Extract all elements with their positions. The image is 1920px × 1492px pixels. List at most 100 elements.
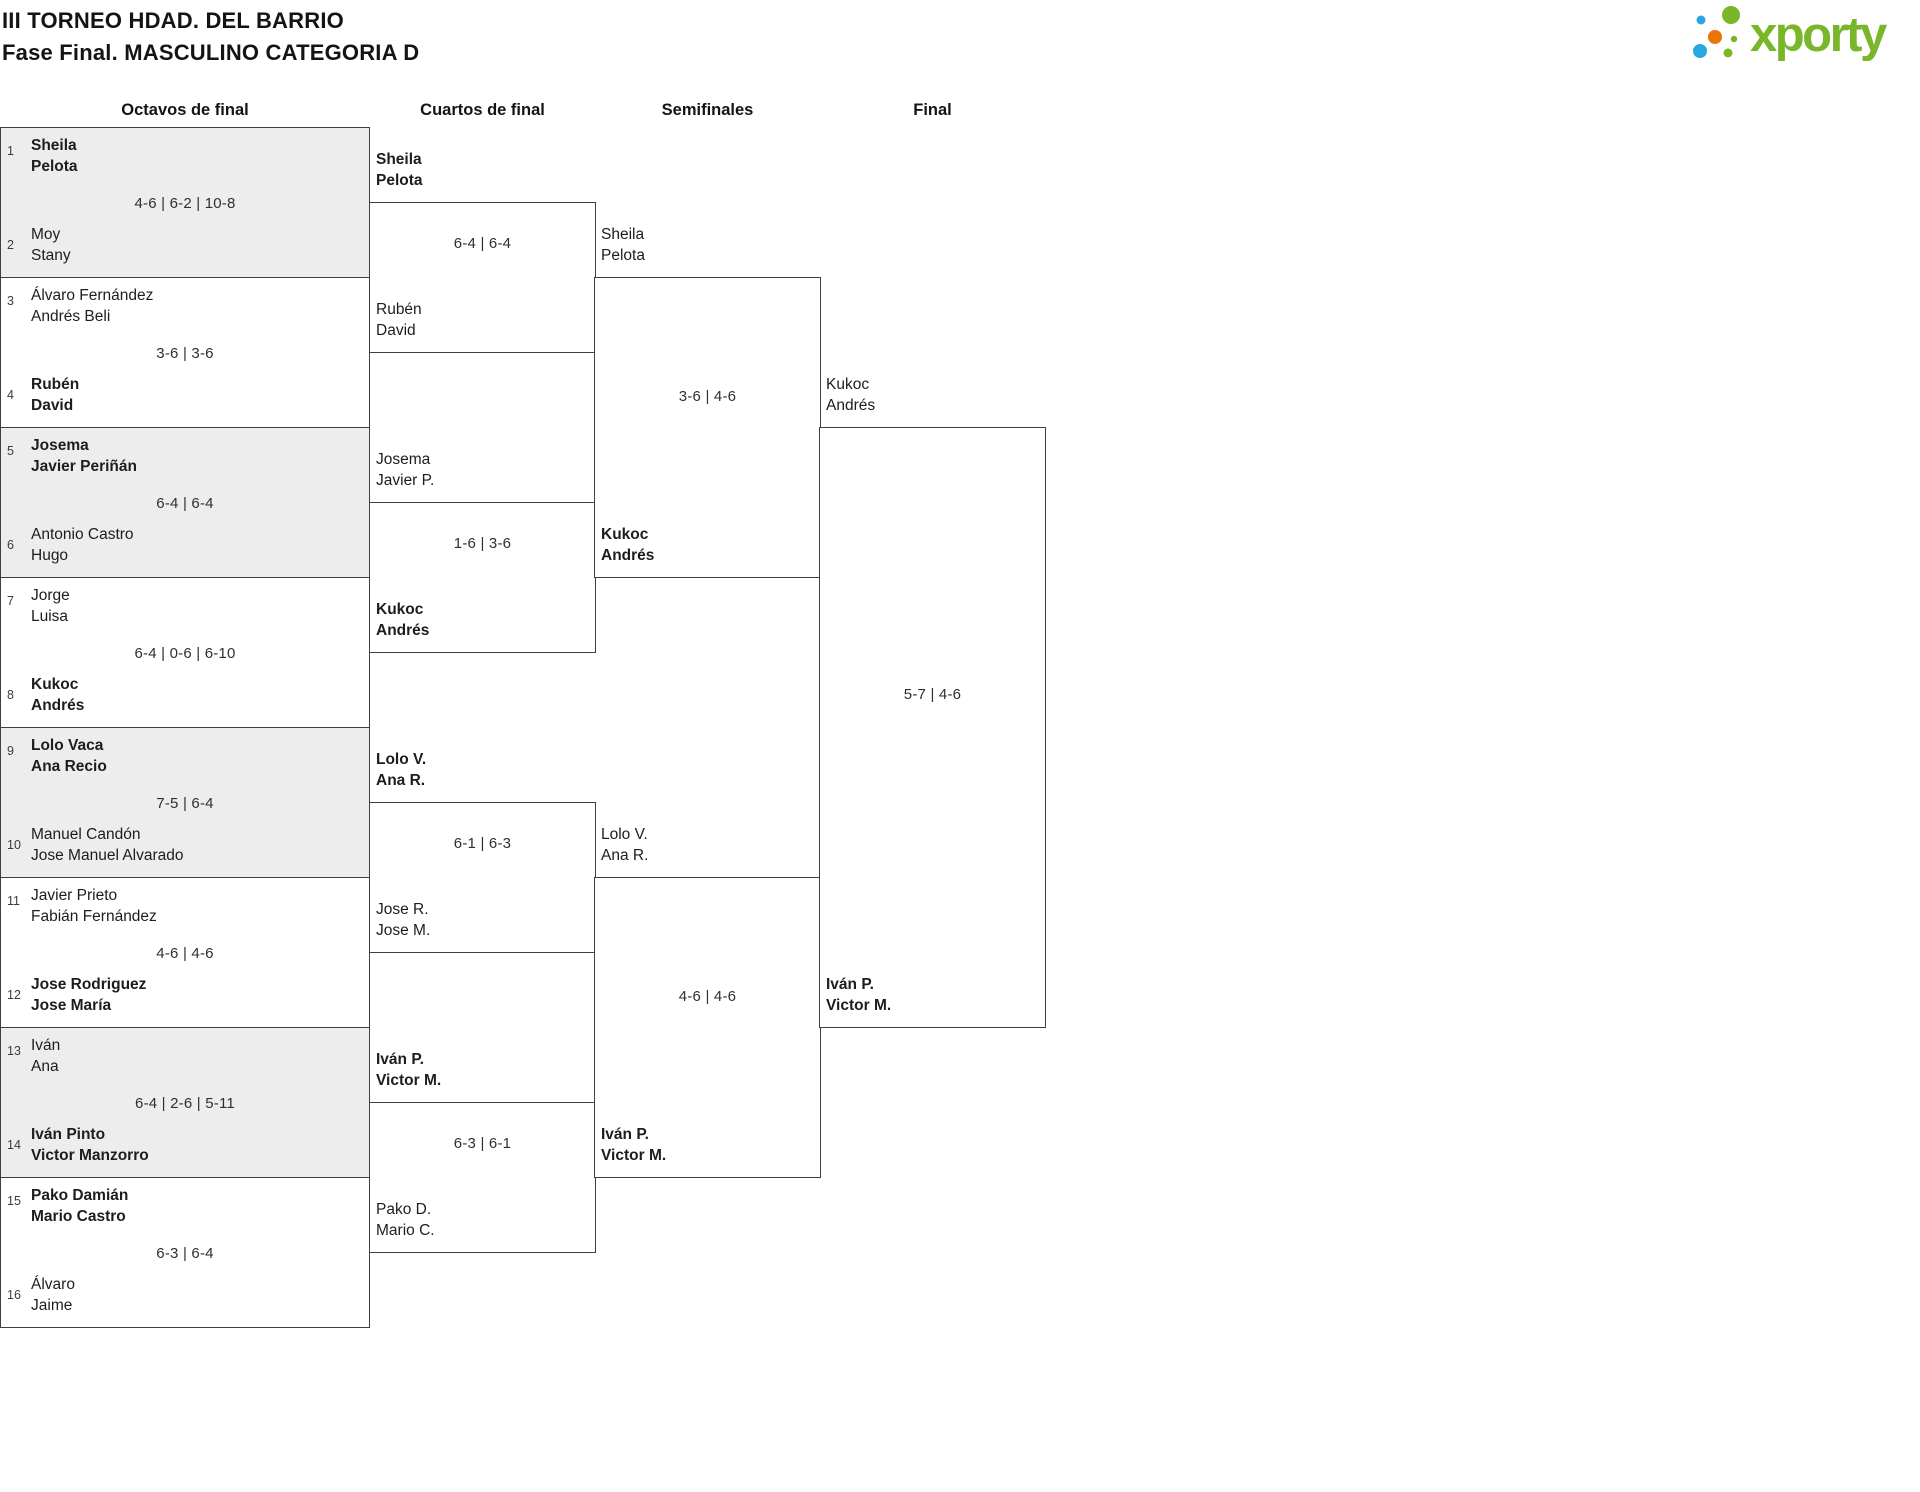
team-bottom: Iván Pinto Victor Manzorro	[31, 1124, 149, 1166]
player-name: Kukoc	[601, 526, 649, 543]
team-bottom: Pako D. Mario C.	[376, 1199, 435, 1241]
team-top: Kukoc Andrés	[826, 374, 875, 416]
player-name: Rubén	[31, 376, 80, 393]
match-score: 6-4 | 6-4	[156, 495, 214, 512]
player-name: Pako Damián	[31, 1187, 129, 1204]
team-bottom: Rubén David	[376, 299, 422, 341]
player-name: Kukoc	[826, 376, 870, 393]
team-top: Josema Javier P.	[376, 449, 434, 491]
page-title: III TORNEO HDAD. DEL BARRIO Fase Final. …	[2, 5, 419, 69]
xporty-logo[interactable]: xporty	[1686, 4, 1918, 66]
player-name: Hugo	[31, 547, 69, 564]
logo-dots-icon	[1693, 6, 1740, 58]
seed-number: 7	[7, 594, 14, 608]
player-name: Jose Rodriguez	[31, 976, 147, 993]
column-header-final: Final	[913, 101, 952, 119]
player-name: Iván P.	[601, 1126, 649, 1143]
player-name: Iván P.	[376, 1051, 424, 1068]
player-name: Sheila	[31, 137, 77, 154]
player-name: Jose R.	[376, 901, 429, 918]
match-score: 7-5 | 6-4	[156, 795, 214, 812]
player-name: Victor Manzorro	[31, 1147, 149, 1164]
match-score: 3-6 | 4-6	[678, 388, 737, 405]
player-name: Pelota	[376, 172, 423, 189]
r16-match-2: 3 Álvaro Fernández Andrés Beli 3-6 | 3-6…	[0, 277, 370, 428]
player-name: Victor M.	[376, 1072, 442, 1089]
team-bottom: Kukoc Andrés	[31, 674, 84, 716]
match-score: 6-3 | 6-1	[453, 1135, 512, 1152]
player-name: Sheila	[376, 151, 422, 168]
sf-match-2: Lolo V. Ana R. 4-6 | 4-6 Iván P. Victor …	[594, 826, 821, 1178]
player-name: Sheila	[601, 226, 645, 243]
player-name: Iván P.	[826, 976, 874, 993]
r16-match-5: 9 Lolo Vaca Ana Recio 7-5 | 6-4 Manuel C…	[0, 727, 370, 878]
player-name: Iván	[31, 1037, 61, 1054]
team-bottom: Antonio Castro Hugo	[31, 524, 134, 566]
seed-number: 12	[7, 988, 21, 1002]
player-name: Lolo V.	[376, 751, 427, 768]
player-name: Lolo Vaca	[31, 737, 104, 754]
match-score: 1-6 | 3-6	[453, 535, 512, 552]
player-name: Mario Castro	[31, 1208, 126, 1225]
player-name: Javier P.	[376, 472, 435, 489]
player-name: Jose María	[31, 997, 112, 1014]
team-top: Jorge Luisa	[31, 585, 70, 627]
player-name: Ana R.	[601, 847, 649, 864]
player-name: Jaime	[31, 1297, 73, 1314]
page-title-line2: Fase Final. MASCULINO CATEGORIA D	[2, 40, 420, 65]
player-name: Álvaro Fernández	[31, 287, 154, 304]
player-name: Rubén	[376, 301, 422, 318]
seed-number: 14	[7, 1138, 21, 1152]
qf-match-2: Josema Javier P. 1-6 | 3-6 Kukoc Andrés	[369, 451, 596, 653]
match-score: 4-6 | 4-6	[678, 988, 737, 1005]
match-score: 6-4 | 2-6 | 5-11	[135, 1095, 235, 1112]
player-name: Pelota	[31, 158, 78, 175]
player-name: Stany	[31, 247, 71, 264]
seed-number: 8	[7, 688, 14, 702]
r16-match-7: 13 Iván Ana 6-4 | 2-6 | 5-11 Iván Pinto …	[0, 1027, 370, 1178]
player-name: Javier Prieto	[31, 887, 118, 904]
page-title-line1: III TORNEO HDAD. DEL BARRIO	[2, 8, 344, 33]
logo-wordmark: xporty	[1750, 8, 1887, 62]
player-name: Luisa	[31, 608, 69, 625]
team-top: Sheila Pelota	[31, 135, 78, 177]
player-name: David	[376, 322, 416, 339]
column-header-cuartos: Cuartos de final	[420, 101, 545, 119]
r16-match-6: 11 Javier Prieto Fabián Fernández 4-6 | …	[0, 877, 370, 1028]
player-name: Manuel Candón	[31, 826, 141, 843]
r16-match-4: 7 Jorge Luisa 6-4 | 0-6 | 6-10 Kukoc And…	[0, 577, 370, 728]
team-top: Iván Ana	[31, 1035, 60, 1077]
seed-number: 16	[7, 1288, 21, 1302]
player-name: Moy	[31, 226, 61, 243]
match-score: 6-1 | 6-3	[453, 835, 512, 852]
player-name: Iván Pinto	[31, 1126, 106, 1143]
player-name: Lolo V.	[601, 826, 648, 843]
sf-match-1: Sheila Pelota 3-6 | 4-6 Kukoc Andrés	[594, 226, 821, 578]
seed-number: 3	[7, 294, 14, 308]
team-top: Lolo Vaca Ana Recio	[31, 735, 107, 777]
player-name: Josema	[31, 437, 89, 454]
player-name: Andrés	[376, 622, 430, 639]
team-top: Lolo V. Ana R.	[601, 824, 648, 866]
seed-number: 1	[7, 144, 14, 158]
qf-match-3: Lolo V. Ana R. 6-1 | 6-3 Jose R. Jose M.	[369, 751, 596, 953]
final-match: Kukoc Andrés 5-7 | 4-6 Iván P. Victor M.	[819, 376, 1046, 1028]
player-name: Pako D.	[376, 1201, 432, 1218]
seed-number: 5	[7, 444, 14, 458]
player-name: Andrés Beli	[31, 308, 111, 325]
player-name: Jose Manuel Alvarado	[31, 847, 184, 864]
team-top: Álvaro Fernández Andrés Beli	[31, 285, 153, 327]
seed-number: 10	[7, 838, 21, 852]
player-name: Ana	[31, 1058, 59, 1075]
column-header-octavos: Octavos de final	[121, 101, 249, 119]
player-name: Andrés	[31, 697, 85, 714]
seed-number: 2	[7, 238, 14, 252]
team-top: Javier Prieto Fabián Fernández	[31, 885, 157, 927]
player-name: Jose M.	[376, 922, 431, 939]
match-score: 6-4 | 0-6 | 6-10	[134, 645, 236, 662]
team-bottom: Rubén David	[31, 374, 79, 416]
team-top: Sheila Pelota	[376, 149, 423, 191]
seed-number: 11	[7, 894, 20, 908]
team-top: Sheila Pelota	[601, 224, 645, 266]
